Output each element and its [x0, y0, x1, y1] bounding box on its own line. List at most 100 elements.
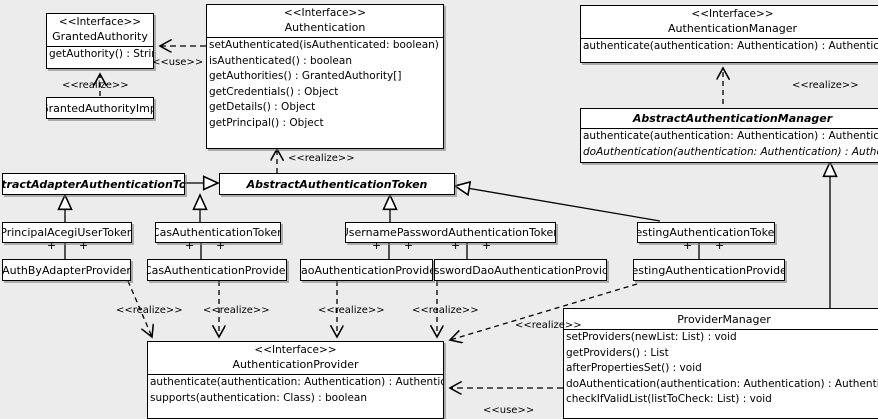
class-stereotype: <<Interface>>	[58, 16, 142, 28]
edge-label-realize-password-dao-provider: <<realize>>	[412, 305, 479, 316]
class-cas-authentication-token[interactable]: CasAuthenticationToken	[155, 222, 281, 243]
operation: isAuthenticated() : boolean	[209, 54, 352, 67]
class-password-dao-authentication-provider[interactable]: PasswordDaoAuthenticationProvider	[434, 259, 607, 281]
class-name: PasswordDaoAuthenticationProvider	[434, 263, 606, 277]
class-header: PasswordDaoAuthenticationProvider	[435, 260, 606, 280]
edge-label-realize-testing-provider: <<realize>>	[515, 320, 582, 331]
class-principal-acegi-user-token[interactable]: PrincipalAcegiUserToken	[2, 222, 132, 243]
class-header: <<Interface>> GrantedAuthority	[47, 14, 153, 46]
multiplicity-marker: +	[372, 239, 382, 252]
operations-compartment: authenticate(authentication: Authenticat…	[148, 374, 443, 406]
class-granted-authority[interactable]: <<Interface>> GrantedAuthority getAuthor…	[46, 13, 154, 69]
edge-label-realize-cas-provider: <<realize>>	[203, 305, 270, 316]
class-header: PrincipalAcegiUserToken	[3, 223, 131, 242]
class-name: AbstractAuthenticationToken	[246, 177, 428, 191]
class-testing-authentication-provider[interactable]: TestingAuthenticationProvider	[633, 259, 785, 281]
class-name: GrantedAuthorityImpl	[46, 101, 154, 115]
class-header: <<Interface>> Authentication	[207, 5, 443, 37]
operation: authenticate(authentication: Authenticat…	[583, 130, 878, 142]
class-name: AbstractAdapterAuthenticationToken	[3, 177, 184, 191]
class-stereotype: <<Interface>>	[254, 344, 337, 356]
class-header: AbstractAuthenticationManager	[581, 109, 878, 128]
multiplicity-marker: +	[185, 239, 195, 252]
operation: getAuthority() : String	[49, 48, 153, 60]
multiplicity-marker: +	[451, 239, 461, 252]
class-stereotype: <<Interface>>	[691, 8, 774, 20]
class-cas-authentication-provider[interactable]: CasAuthenticationProvider	[147, 259, 287, 281]
class-name: CasAuthenticationProvider	[147, 263, 287, 277]
operation: afterPropertiesSet() : void	[566, 362, 702, 374]
multiplicity-marker: +	[47, 239, 57, 252]
class-authentication[interactable]: <<Interface>> Authentication setAuthenti…	[206, 4, 444, 149]
edge-label-realize-dao-provider: <<realize>>	[318, 305, 385, 316]
class-name: PrincipalAcegiUserToken	[2, 226, 132, 239]
class-name: ProviderManager	[677, 313, 771, 326]
class-authentication-manager[interactable]: <<Interface>> AuthenticationManager auth…	[580, 5, 878, 63]
operation: checkIfValidList(listToCheck: List) : vo…	[566, 393, 772, 405]
class-header: GrantedAuthorityImpl	[47, 98, 153, 118]
class-name: DaoAuthenticationProvider	[300, 263, 432, 277]
class-name: UsernamePasswordAuthenticationToken	[345, 226, 556, 239]
class-name: AuthByAdapterProvider	[2, 263, 131, 277]
class-name: GrantedAuthority	[52, 30, 148, 43]
operations-compartment: setAuthenticated(isAuthenticated: boolea…	[207, 37, 443, 131]
edge-label-realize-auth-by-adapter: <<realize>>	[116, 305, 183, 316]
class-abstract-authentication-token[interactable]: AbstractAuthenticationToken	[219, 173, 455, 195]
class-abstract-adapter-authentication-token[interactable]: AbstractAdapterAuthenticationToken	[2, 173, 185, 195]
class-name: AbstractAuthenticationManager	[632, 112, 833, 125]
class-auth-by-adapter-provider[interactable]: AuthByAdapterProvider	[2, 259, 131, 281]
class-header: AbstractAuthenticationToken	[220, 174, 454, 194]
class-header: ProviderManager	[564, 309, 878, 329]
class-username-password-authentication-token[interactable]: UsernamePasswordAuthenticationToken	[345, 222, 556, 243]
operation: setAuthenticated(isAuthenticated: boolea…	[209, 39, 443, 51]
multiplicity-marker: +	[715, 239, 725, 252]
class-header: DaoAuthenticationProvider	[301, 260, 432, 280]
class-testing-authentication-token[interactable]: TestingAuthenticationToken	[637, 222, 775, 243]
class-abstract-authentication-manager[interactable]: AbstractAuthenticationManager authentica…	[580, 108, 878, 163]
class-header: UsernamePasswordAuthenticationToken	[346, 223, 555, 242]
class-authentication-provider[interactable]: <<Interface>> AuthenticationProvider aut…	[147, 341, 444, 419]
class-provider-manager[interactable]: ProviderManager setProviders(newList: Li…	[563, 308, 878, 419]
class-header: TestingAuthenticationProvider	[634, 260, 784, 280]
edge-testingauthenticationtoken-extends-abstractauthenticationtoken	[453, 180, 661, 222]
multiplicity-marker: +	[79, 239, 89, 252]
class-header: AuthByAdapterProvider	[3, 260, 130, 280]
operation: authenticate(authentication: Authenticat…	[150, 376, 443, 388]
class-header: AbstractAdapterAuthenticationToken	[3, 174, 184, 194]
multiplicity-marker: +	[482, 239, 492, 252]
operation: setProviders(newList: List) : void	[566, 331, 737, 343]
edge-label-use-provider-manager: <<use>>	[483, 405, 535, 416]
class-name: TestingAuthenticationToken	[637, 226, 775, 239]
operation: getProviders() : List	[566, 346, 669, 359]
operation: getDetails() : Object	[209, 101, 316, 113]
class-header: CasAuthenticationToken	[156, 223, 280, 242]
edge-label-realize-authentication-manager: <<realize>>	[792, 80, 859, 91]
operation: doAuthentication(authentication: Authent…	[566, 377, 878, 390]
class-name: Authentication	[284, 21, 366, 34]
class-header: CasAuthenticationProvider	[148, 260, 286, 280]
operations-compartment: authenticate(authentication: Authenticat…	[581, 128, 878, 160]
class-header: <<Interface>> AuthenticationProvider	[148, 342, 443, 374]
multiplicity-marker: +	[683, 239, 693, 252]
edge-label-use-granted-authority: <<use>>	[152, 57, 204, 68]
operations-compartment: setProviders(newList: List) : void getPr…	[564, 329, 878, 408]
class-name: TestingAuthenticationProvider	[633, 263, 785, 277]
class-name: AuthenticationManager	[668, 22, 797, 35]
class-name: CasAuthenticationToken	[155, 226, 281, 239]
multiplicity-marker: +	[216, 239, 226, 252]
operation-abstract: doAuthentication(authentication: Authent…	[583, 145, 878, 158]
class-header: <<Interface>> AuthenticationManager	[581, 6, 878, 38]
edge-label-realize-authentication-token: <<realize>>	[288, 153, 355, 164]
operation: getAuthorities() : GrantedAuthority[]	[209, 70, 402, 82]
class-dao-authentication-provider[interactable]: DaoAuthenticationProvider	[300, 259, 433, 281]
multiplicity-marker: +	[404, 239, 414, 252]
operation: authenticate(authentication: Authenticat…	[583, 40, 878, 52]
class-stereotype: <<Interface>>	[283, 7, 367, 19]
operation: getPrincipal() : Object	[209, 116, 324, 129]
operations-compartment: authenticate(authentication: Authenticat…	[581, 38, 878, 55]
class-granted-authority-impl[interactable]: GrantedAuthorityImpl	[46, 97, 154, 119]
class-header: TestingAuthenticationToken	[638, 223, 774, 242]
operation: getCredentials() : Object	[209, 85, 339, 98]
class-name: AuthenticationProvider	[232, 358, 359, 371]
